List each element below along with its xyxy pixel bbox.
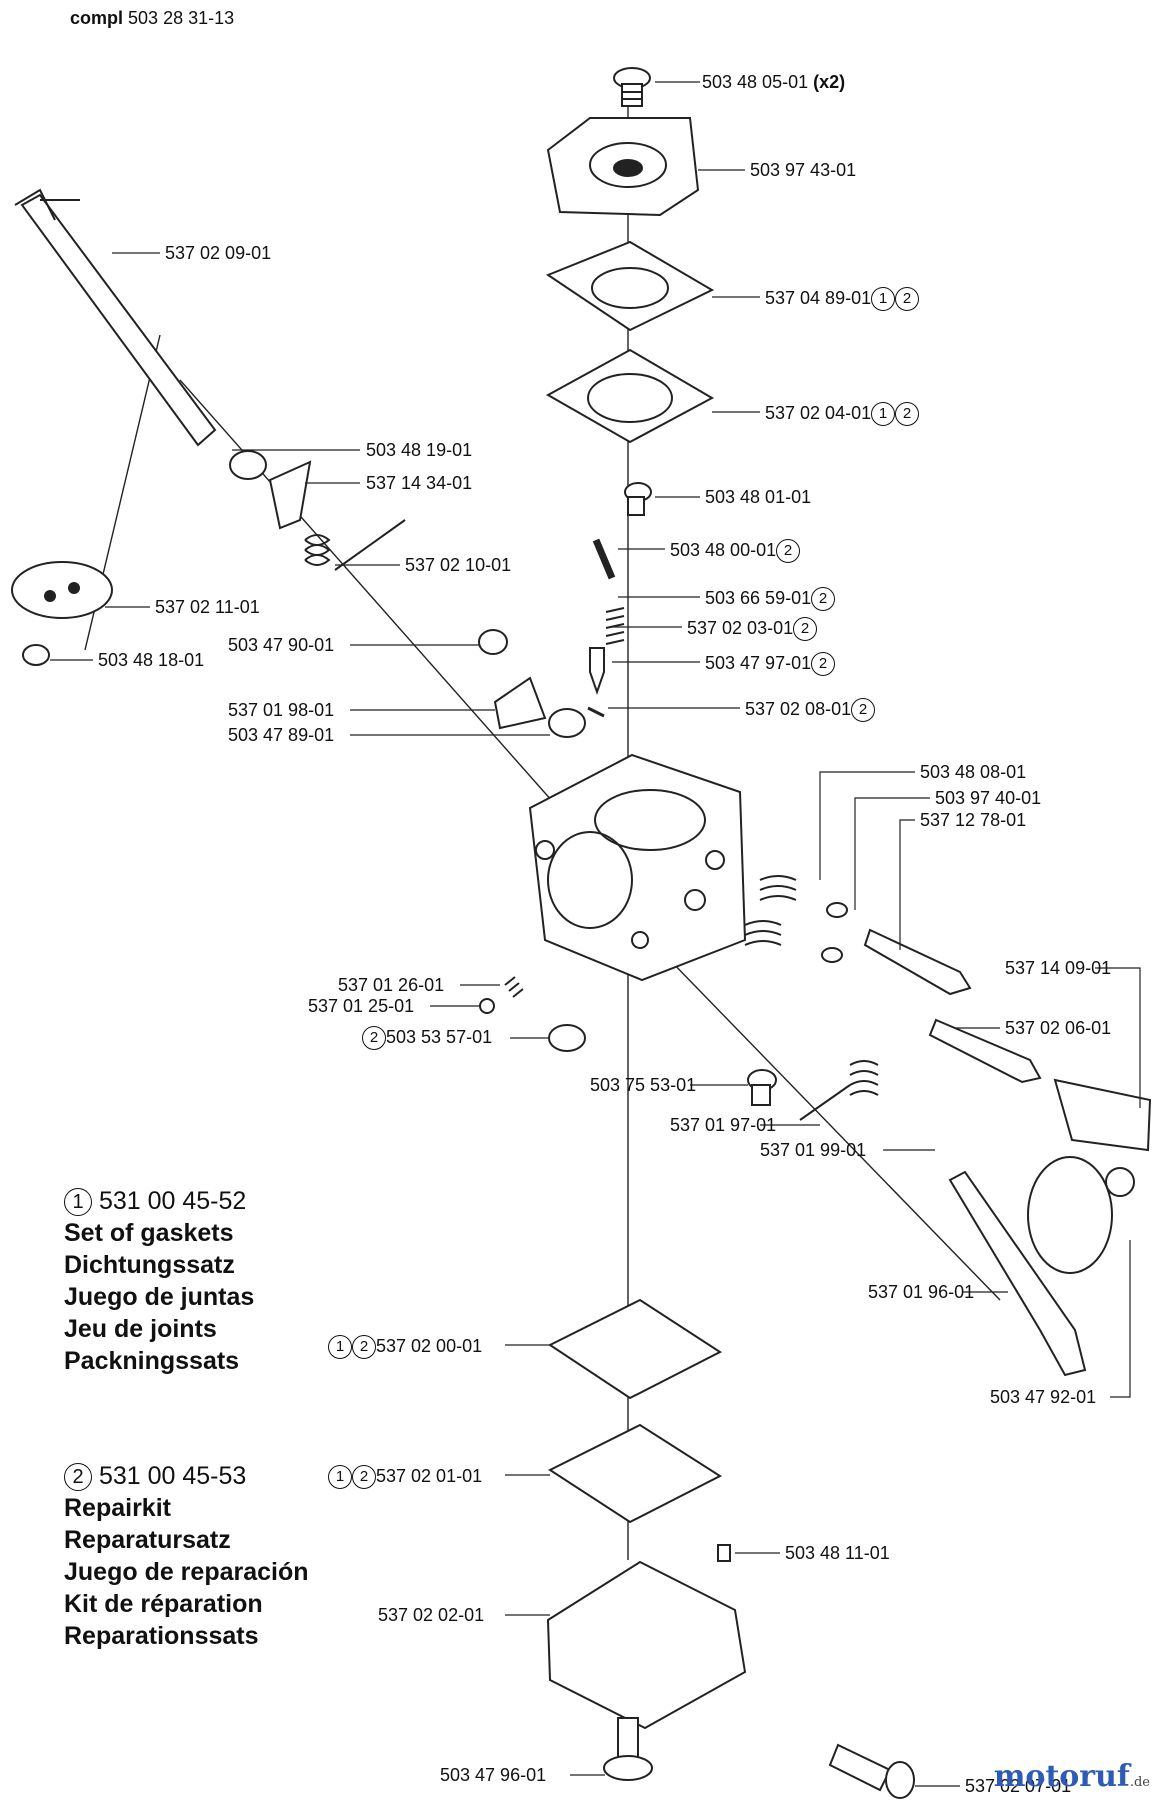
part-label-p24: 537 01 26-01: [338, 975, 445, 995]
part-label-p1: 503 48 05-01 (x2): [702, 72, 846, 92]
choke-axis-line: [664, 954, 1001, 1301]
side-screw-part: [747, 1069, 777, 1106]
throttle-shaft-part: [20, 193, 217, 447]
needle-spring-b-part: [744, 920, 782, 946]
choke-spring-part: [849, 1060, 879, 1096]
part-label-p18: 503 47 89-01: [228, 725, 335, 745]
high-speed-needle-part: [863, 928, 972, 996]
part-label-p11: 537 02 11-01: [155, 597, 260, 617]
return-spring-part: [304, 534, 331, 566]
choke-disc-screw-part: [1105, 1167, 1135, 1197]
pump-diaphragm-part: [545, 240, 715, 332]
header-prefix: compl: [70, 8, 124, 28]
part-label-p27: 537 02 06-01: [1005, 1018, 1112, 1038]
part-label-p5: 537 02 09-01: [165, 243, 272, 263]
filter-screen-part: [548, 1024, 586, 1052]
part-label-p35: 503 48 11-01: [785, 1543, 890, 1563]
part-label-p30: 537 01 99-01: [760, 1140, 867, 1160]
washer-a-part: [826, 902, 848, 918]
part-label-p21: 503 97 40-01: [935, 788, 1042, 808]
bushing-part: [229, 450, 267, 480]
stop-plate-part: [493, 676, 547, 730]
side-cover-screw-part: [828, 1743, 915, 1799]
throttle-disc-part: [11, 561, 113, 619]
header-code: 503 28 31-13: [128, 8, 235, 28]
choke-bushing-part: [548, 708, 586, 738]
check-ball-part: [479, 998, 495, 1014]
stop-screw-part: [478, 629, 508, 655]
disc-screw-part: [22, 644, 50, 666]
spring-leg: [334, 519, 406, 571]
inlet-needle-part: [589, 647, 605, 696]
leader-lines: [50, 81, 1141, 1787]
choke-shaft-part: [948, 1170, 1087, 1377]
assembly-header: compl 503 28 31-13: [70, 8, 234, 29]
choke-disc-part: [1027, 1156, 1113, 1274]
needle-spring-a-part: [759, 875, 797, 901]
part-label-p33: 503 47 92-01: [990, 1387, 1097, 1407]
part-label-p8: 503 48 01-01: [705, 487, 812, 507]
choke-spring-leg: [799, 1084, 851, 1121]
pin-part: [592, 538, 616, 580]
part-label-p29: 537 01 97-01: [670, 1115, 777, 1135]
bottom-screw-part: [603, 1717, 653, 1781]
screw-top-part: [613, 67, 651, 107]
metering-diaphragm-part: [547, 1423, 723, 1524]
part-label-p20: 503 48 08-01: [920, 762, 1027, 782]
low-speed-needle-part: [928, 1018, 1042, 1084]
small-pin-part: [587, 706, 605, 718]
limiter-cap-part: [1053, 1078, 1152, 1152]
throttle-lever-part: [268, 460, 312, 530]
part-label-p22: 537 12 78-01: [920, 810, 1027, 830]
part-label-p14: 503 48 18-01: [98, 650, 205, 670]
part-label-p23: 537 14 09-01: [1005, 958, 1112, 978]
part-label-p15: 503 47 90-01: [228, 635, 335, 655]
part-label-p38: 537 02 07-01: [965, 1776, 1072, 1796]
part-label-p37: 503 47 96-01: [440, 1765, 547, 1785]
metering-gasket-part: [548, 1298, 722, 1400]
part-label-p6: 503 48 19-01: [366, 440, 473, 460]
kit-legend-gaskets: 1 531 00 45-52 Set of gaskets Dichtungss…: [64, 1187, 255, 1375]
brand-watermark: motoruf.de: [993, 1759, 1150, 1794]
check-spring-part: [504, 976, 524, 998]
part-label-p31: 537 01 96-01: [868, 1282, 975, 1302]
part-label-p28: 503 75 53-01: [590, 1075, 697, 1095]
pump-gasket-part: [545, 348, 715, 444]
part-label-p7: 537 14 34-01: [366, 473, 473, 493]
kit-legend-repairkit: 2 531 00 45-53 Repairkit Reparatursatz J…: [64, 1462, 309, 1650]
cover-pin-part: [717, 1544, 731, 1562]
part-label-p36: 537 02 02-01: [378, 1605, 485, 1625]
part-label-p10: 537 02 10-01: [405, 555, 512, 575]
part-label-p17: 537 01 98-01: [228, 700, 335, 720]
part-label-p25: 537 01 25-01: [308, 996, 415, 1016]
washer-b-part: [821, 947, 843, 963]
needle-spring-part: [605, 607, 625, 645]
carburetor-body-part: [528, 753, 747, 982]
inlet-screw-part: [624, 482, 652, 516]
metering-cover-part: [546, 1560, 747, 1730]
part-label-p2: 503 97 43-01: [750, 160, 857, 180]
